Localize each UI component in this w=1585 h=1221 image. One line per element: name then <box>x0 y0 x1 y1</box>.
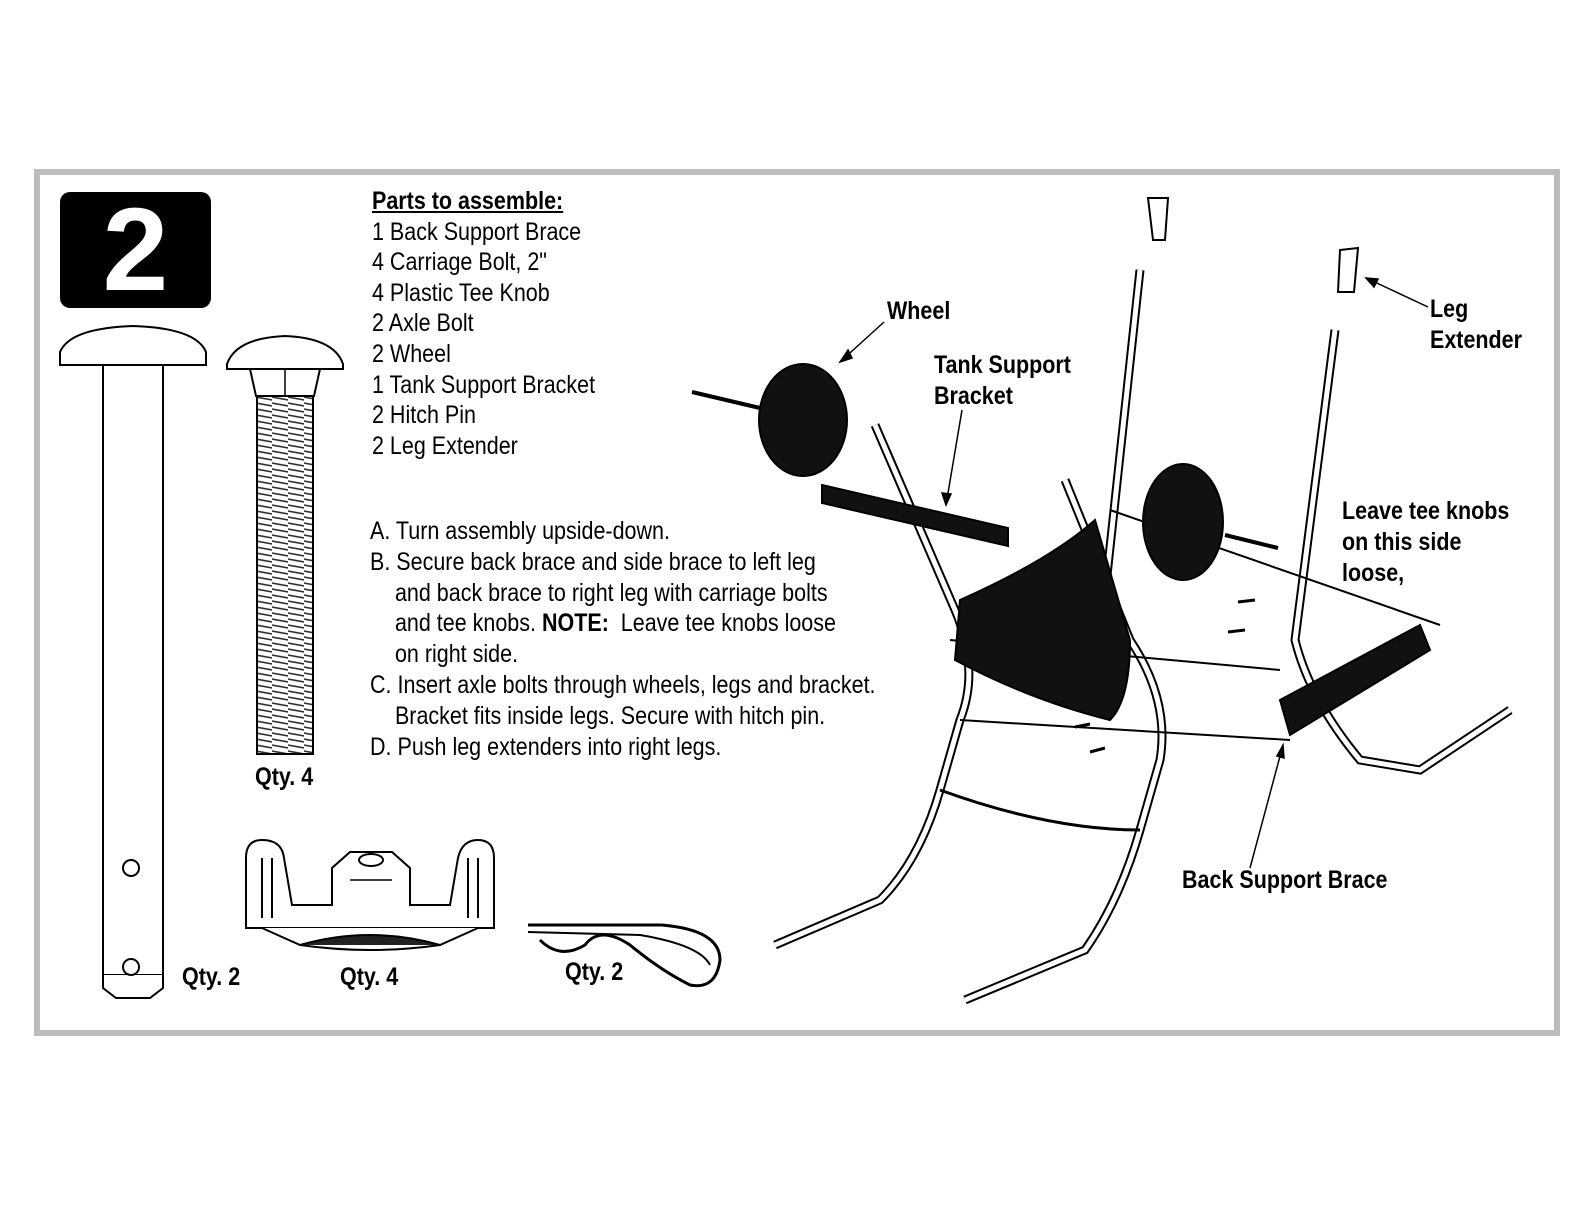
instruction-b-line3-start: and tee knobs. <box>394 609 542 638</box>
part-item: 1 Tank Support Bracket <box>372 370 596 399</box>
parts-list: Parts to assemble: 1 Back Support Brace … <box>372 186 595 461</box>
part-item: 2 Axle Bolt <box>372 309 474 338</box>
callout-back-support-brace: Back Support Brace <box>1182 866 1388 894</box>
carriage-bolt-drawing <box>226 334 344 755</box>
callout-tank-support-line1: Tank Support <box>934 351 1071 379</box>
instruction-c-line2: Bracket fits inside legs. Secure with hi… <box>394 701 826 730</box>
instruction-b-line2: and back brace to right leg with carriag… <box>394 578 828 607</box>
parts-list-title: Parts to assemble: <box>372 187 564 215</box>
part-item: 1 Back Support Brace <box>372 217 582 246</box>
qty-hitch-pin: Qty. 2 <box>565 958 624 986</box>
note-label: NOTE: <box>541 609 609 638</box>
callout-loose-line2: on this side <box>1342 528 1462 556</box>
part-item: 4 Plastic Tee Knob <box>372 278 550 307</box>
callout-leg-extender-line2: Extender <box>1430 326 1523 354</box>
callout-loose-line1: Leave tee knobs <box>1342 497 1510 525</box>
callout-wheel: Wheel <box>887 297 951 325</box>
axle-bolt-drawing <box>59 324 207 999</box>
instruction-a: A. Turn assembly upside-down. <box>370 517 670 545</box>
part-item: 2 Leg Extender <box>372 431 518 460</box>
instruction-d: D. Push leg extenders into right legs. <box>370 732 722 761</box>
qty-carriage-bolt: Qty. 4 <box>255 763 314 791</box>
instruction-b-line3: and tee knobs. NOTE: Leave tee knobs loo… <box>370 608 876 639</box>
callout-leaders <box>838 277 1429 869</box>
assembly-instructions: A. Turn assembly upside-down. B. Secure … <box>370 516 876 762</box>
part-item: 4 Carriage Bolt, 2" <box>372 248 547 277</box>
part-item: 2 Hitch Pin <box>372 401 476 430</box>
qty-tee-knob: Qty. 4 <box>340 963 399 991</box>
qty-axle-bolt: Qty. 2 <box>182 963 241 991</box>
callout-tank-support-line2: Bracket <box>934 382 1013 410</box>
step-number-badge: 2 <box>60 191 211 309</box>
instruction-c-line1: C. Insert axle bolts through wheels, leg… <box>370 670 876 699</box>
instruction-b-line1: B. Secure back brace and side brace to l… <box>370 547 816 576</box>
callout-leg-extender-line1: Leg <box>1430 295 1469 323</box>
instruction-b-line4: on right side. <box>394 640 519 669</box>
hitch-pin-drawing <box>527 923 722 988</box>
part-item: 2 Wheel <box>372 339 451 368</box>
instruction-b-line3-end: Leave tee knobs loose <box>608 609 836 638</box>
callout-loose-line3: loose, <box>1342 559 1405 587</box>
tee-knob-drawing <box>245 838 495 951</box>
cart-assembly-drawing <box>691 197 1513 1005</box>
